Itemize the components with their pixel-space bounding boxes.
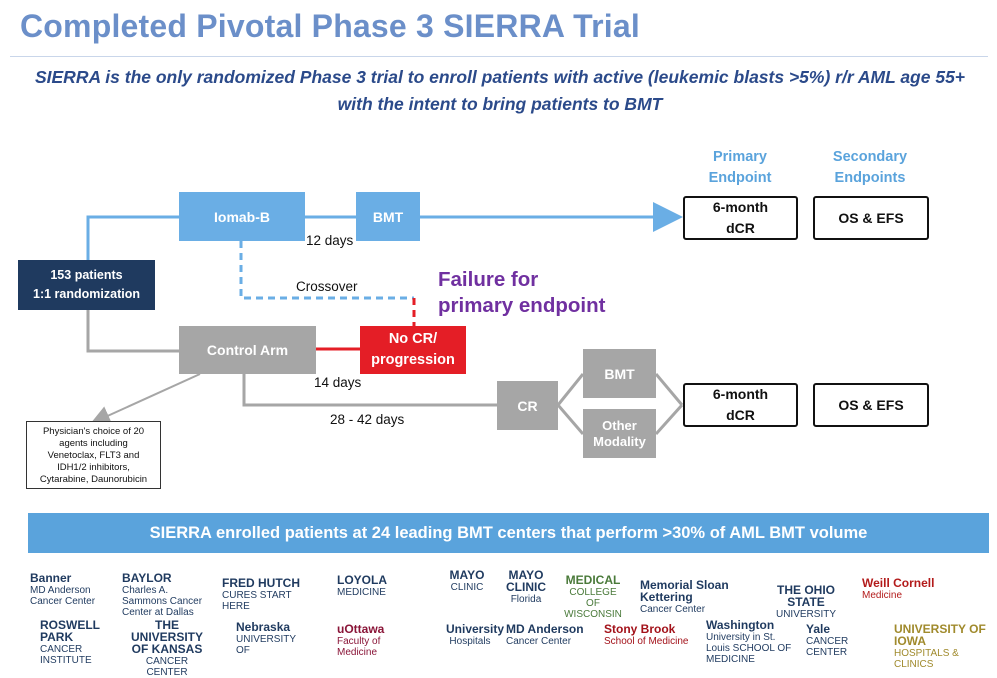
physician-line-1: Physician's choice of 20	[42, 426, 145, 437]
endpoint-bottom-line-1: 6-month	[712, 386, 769, 402]
no-cr-line-1: No CR/	[388, 331, 438, 347]
days-28-42-label: 28 - 42 days	[330, 412, 405, 427]
physician-line-3: Venetoclax, FLT3 and	[47, 450, 140, 461]
primary-endpoint-bottom-box: 6-month dCR	[683, 383, 798, 427]
trunk-line-top	[86, 215, 180, 260]
bmt-top-box: BMT	[356, 192, 420, 241]
physician-choice-line	[90, 373, 201, 425]
primary-endpoint-header: Primary Endpoint	[690, 147, 790, 189]
cr-split-lines	[556, 373, 585, 435]
primary-header-line-2: Endpoint	[708, 170, 772, 186]
endpoint-top-line-2: dCR	[726, 220, 755, 236]
primary-endpoint-top-box: 6-month dCR	[683, 196, 798, 240]
secondary-endpoints-header: Secondary Endpoints	[815, 147, 925, 189]
days-12-label: 12 days	[306, 233, 354, 248]
other-line-1: Other	[602, 417, 637, 433]
physician-line-5: Cytarabine, Daunorubicin	[39, 474, 148, 485]
secondary-endpoint-top-box: OS & EFS	[813, 196, 929, 240]
merge-lines	[654, 373, 684, 436]
trunk-line-bottom	[86, 308, 180, 353]
slide-subtitle: SIERRA is the only randomized Phase 3 tr…	[34, 67, 966, 114]
no-cr-line-2: progression	[371, 352, 455, 368]
failure-label: Failure for primary endpoint	[438, 267, 605, 319]
crossover-dashed-line	[239, 241, 414, 300]
iomab-b-box: Iomab-B	[179, 192, 305, 241]
slide-title: Completed Pivotal Phase 3 SIERRA Trial	[20, 8, 640, 44]
physician-choice-box: Physician's choice of 20 agents includin…	[26, 421, 161, 489]
physician-line-2: agents including	[59, 438, 128, 449]
no-cr-box: No CR/progression	[360, 326, 466, 374]
randomization-ratio: 1:1 randomization	[33, 287, 140, 301]
secondary-header-line-1: Secondary	[832, 149, 908, 165]
primary-header-line-1: Primary	[712, 149, 767, 165]
endpoint-top-line-1: 6-month	[712, 199, 769, 215]
control-arm-box: Control Arm	[179, 326, 316, 374]
cr-box: CR	[497, 381, 558, 430]
other-line-2: Modality	[593, 433, 646, 449]
crossover-label: Crossover	[296, 279, 358, 294]
enrollment-banner: SIERRA enrolled patients at 24 leading B…	[28, 513, 989, 553]
secondary-endpoint-bottom-box: OS & EFS	[813, 383, 929, 427]
endpoint-bottom-line-2: dCR	[726, 407, 755, 423]
patients-count: 153 patients	[50, 268, 123, 282]
days-14-label: 14 days	[314, 375, 362, 390]
physician-line-4: IDH1/2 inhibitors,	[57, 462, 130, 473]
control-cr-line	[242, 374, 497, 407]
bmt-bottom-box: BMT	[583, 349, 656, 398]
failure-line-1: Failure for	[438, 268, 539, 291]
title-divider	[10, 56, 988, 57]
failure-line-2: primary endpoint	[438, 294, 606, 317]
randomization-box: 153 patients 1:1 randomization	[18, 260, 155, 310]
secondary-header-line-2: Endpoints	[834, 170, 906, 186]
